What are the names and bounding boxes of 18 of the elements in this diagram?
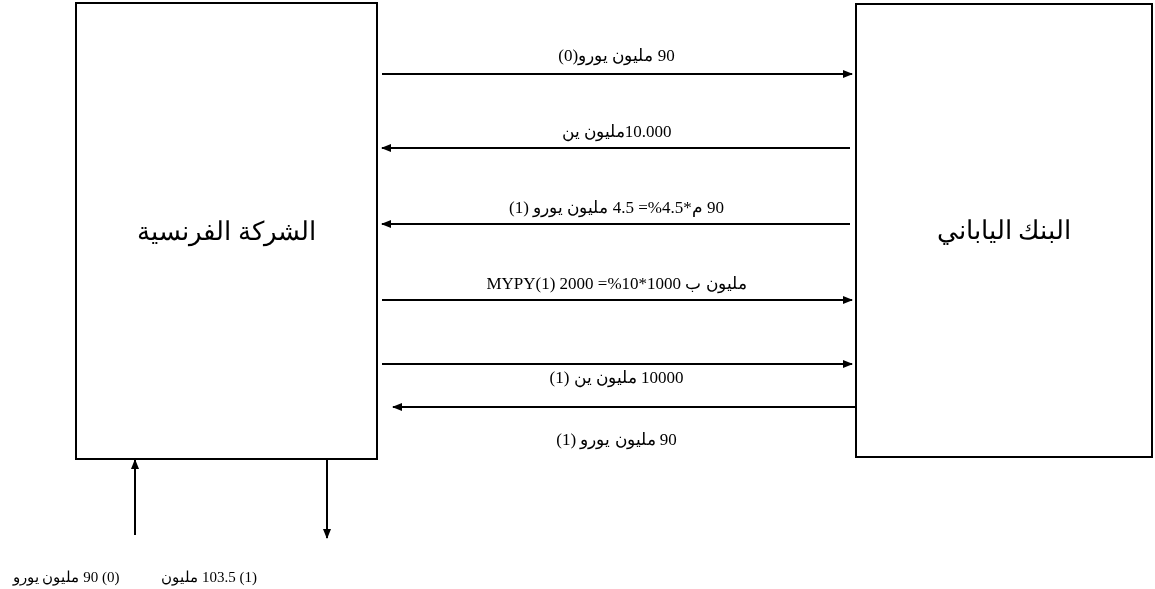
edge-label: 90 م*4.5%= 4.5 مليون يورو (1) <box>509 197 724 220</box>
arrow <box>323 459 331 539</box>
edge-label: 90 مليون يورو (1) <box>556 429 677 452</box>
arrow <box>131 459 139 536</box>
arrow <box>381 70 853 78</box>
edge-label: 10.000مليون ين <box>561 121 672 144</box>
arrow <box>381 144 851 152</box>
cash-flow-label: (1) 103.5 مليون <box>161 567 257 588</box>
edge-label: 10000 مليون ين (1) <box>549 367 684 390</box>
arrow <box>381 220 851 228</box>
edge-label: 90 مليون يورو(0) <box>558 45 675 68</box>
party-label: الشركة الفرنسية <box>137 215 316 249</box>
arrow <box>392 403 856 411</box>
edge-label: مليون ب 1000*10%= 2000 MYPY(1) <box>486 273 747 296</box>
cash-flow-label: (0) 90 مليون يورو <box>12 567 120 588</box>
arrow <box>381 296 853 304</box>
party-label: البنك الياباني <box>936 215 1072 247</box>
arrow <box>381 360 853 368</box>
